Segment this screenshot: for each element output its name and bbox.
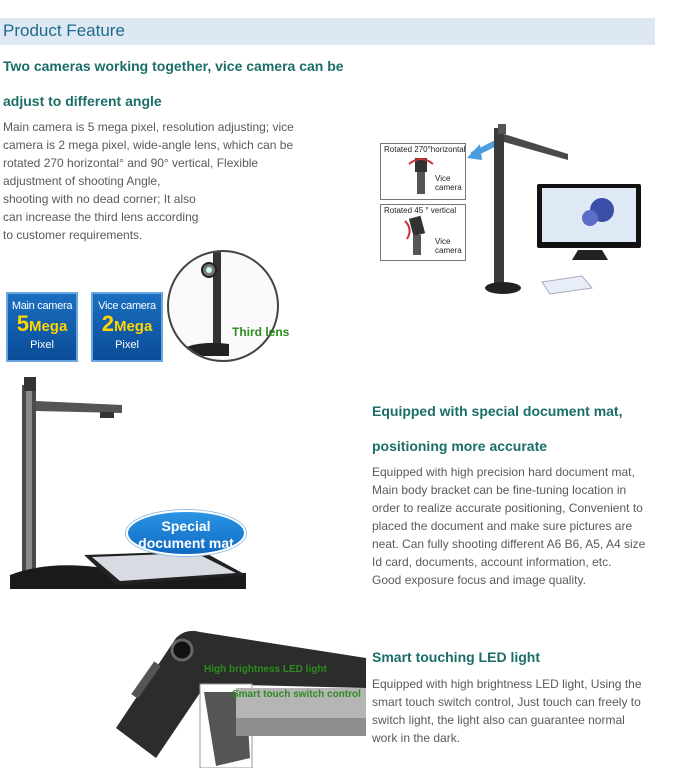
- section3-body: Equipped with high brightness LED light,…: [372, 677, 642, 745]
- vice-camera-label-1: Vice camera: [435, 174, 462, 192]
- rotated-horizontal-label: Rotated 270°horizontal: [384, 145, 466, 154]
- bubble-line1: Special: [161, 518, 211, 534]
- header-bar: [0, 18, 655, 45]
- main-camera-badge: Main camera 5Mega Pixel: [6, 292, 78, 362]
- third-lens-label: Third lens: [232, 325, 290, 339]
- badge-vice-bottom: Pixel: [115, 339, 139, 351]
- special-document-mat-bubble: Special document mat: [126, 510, 246, 556]
- vice-camera-badge: Vice camera 2Mega Pixel: [91, 292, 163, 362]
- document-mat-product-image: [6, 375, 250, 600]
- section2-heading-line1: Equipped with special document mat,: [372, 403, 623, 419]
- section2-heading-line2: positioning more accurate: [372, 438, 548, 454]
- led-light-product-image: [116, 618, 366, 769]
- dual-camera-product-image: Rotated 270°horizontal Vice camera Rotat…: [372, 110, 652, 302]
- rotated-vertical-label: Rotated 45 ° vertical: [384, 206, 457, 215]
- rotated-horizontal-box: Rotated 270°horizontal Vice camera: [380, 143, 466, 200]
- page-title: Product Feature: [3, 21, 125, 40]
- badge-main-number: 5Mega: [16, 311, 68, 336]
- badge-vice-number: 2Mega: [101, 311, 153, 336]
- third-lens-image: [167, 250, 279, 362]
- badge-vice-top: Vice camera: [98, 300, 156, 312]
- badge-main-bottom: Pixel: [30, 339, 54, 351]
- rotated-vertical-box: Rotated 45 ° vertical Vice camera: [380, 204, 466, 261]
- section1-heading-line1: Two cameras working together, vice camer…: [3, 58, 344, 74]
- section1-body: Main camera is 5 mega pixel, resolution …: [3, 120, 294, 242]
- section1-heading-line2: adjust to different angle: [3, 93, 162, 109]
- section2-body: Equipped with high precision hard docume…: [372, 465, 646, 587]
- section3-heading: Smart touching LED light: [372, 649, 540, 665]
- bubble-line2: document mat: [138, 535, 234, 551]
- vice-camera-label-2: Vice camera: [435, 237, 462, 255]
- touch-switch-label: Smart touch switch control: [232, 689, 361, 700]
- led-light-label: High brightness LED light: [204, 664, 327, 675]
- badge-main-top: Main camera: [11, 300, 73, 312]
